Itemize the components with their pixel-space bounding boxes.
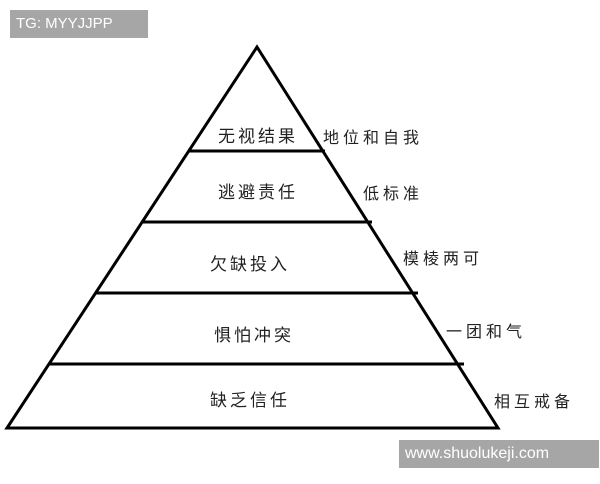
watermark-bottom: www.shuolukeji.com (399, 440, 599, 468)
watermark-top: TG: MYYJJPP (10, 10, 148, 38)
layer-3-label: 欠缺投入 (210, 255, 290, 275)
pyramid-outline (4, 44, 501, 430)
symptom-4-label: 一团和气 (446, 322, 527, 341)
layer-5-label: 缺乏信任 (210, 391, 290, 411)
symptom-5-label: 相互戒备 (494, 392, 575, 411)
layer-1-label: 无视结果 (218, 127, 298, 147)
layer-2-label: 逃避责任 (218, 183, 298, 203)
symptom-2-label: 低标准 (363, 184, 424, 203)
layer-4-label: 惧怕冲突 (214, 326, 294, 346)
symptom-3-label: 模棱两可 (403, 249, 484, 268)
symptom-1-label: 地位和自我 (323, 128, 424, 147)
